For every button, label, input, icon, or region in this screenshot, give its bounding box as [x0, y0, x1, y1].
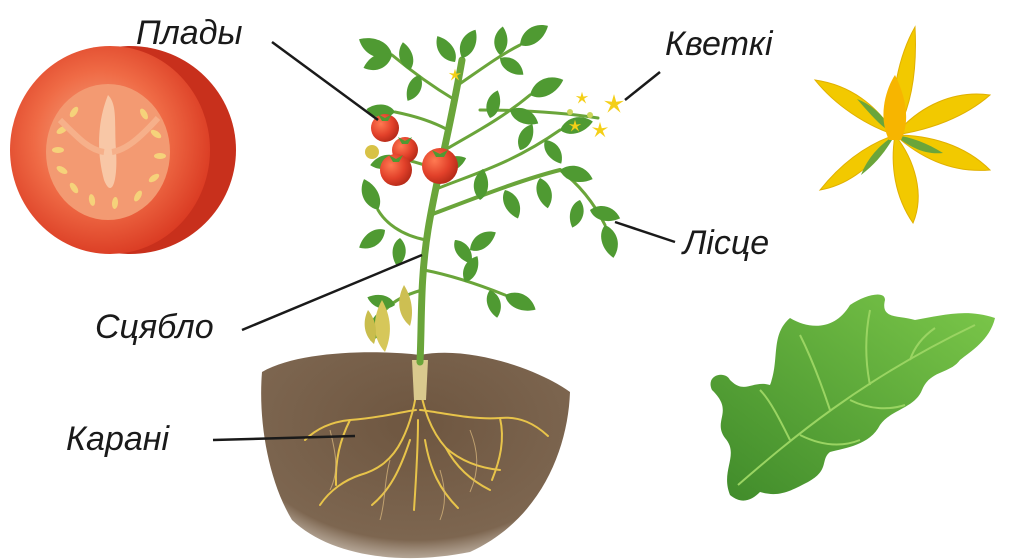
- flowers-leader-line: [625, 72, 660, 100]
- label-leaves: Лісце: [683, 226, 769, 260]
- flower-illustration: [815, 27, 990, 223]
- plant-fruits-illustration: [365, 114, 458, 186]
- label-stem: Сцябло: [95, 310, 214, 344]
- label-flowers: Кветкі: [665, 27, 773, 61]
- leaf-illustration: [711, 295, 995, 501]
- stem-leader-line: [242, 255, 422, 330]
- label-fruits: Плады: [136, 16, 243, 50]
- soil-illustration: [261, 352, 570, 558]
- label-roots: Карані: [66, 422, 169, 456]
- plant-flowers-illustration: [449, 69, 624, 138]
- fruits-leader-line: [272, 42, 378, 120]
- tomato-half-illustration: [10, 46, 236, 254]
- leaves-leader-line: [615, 222, 675, 242]
